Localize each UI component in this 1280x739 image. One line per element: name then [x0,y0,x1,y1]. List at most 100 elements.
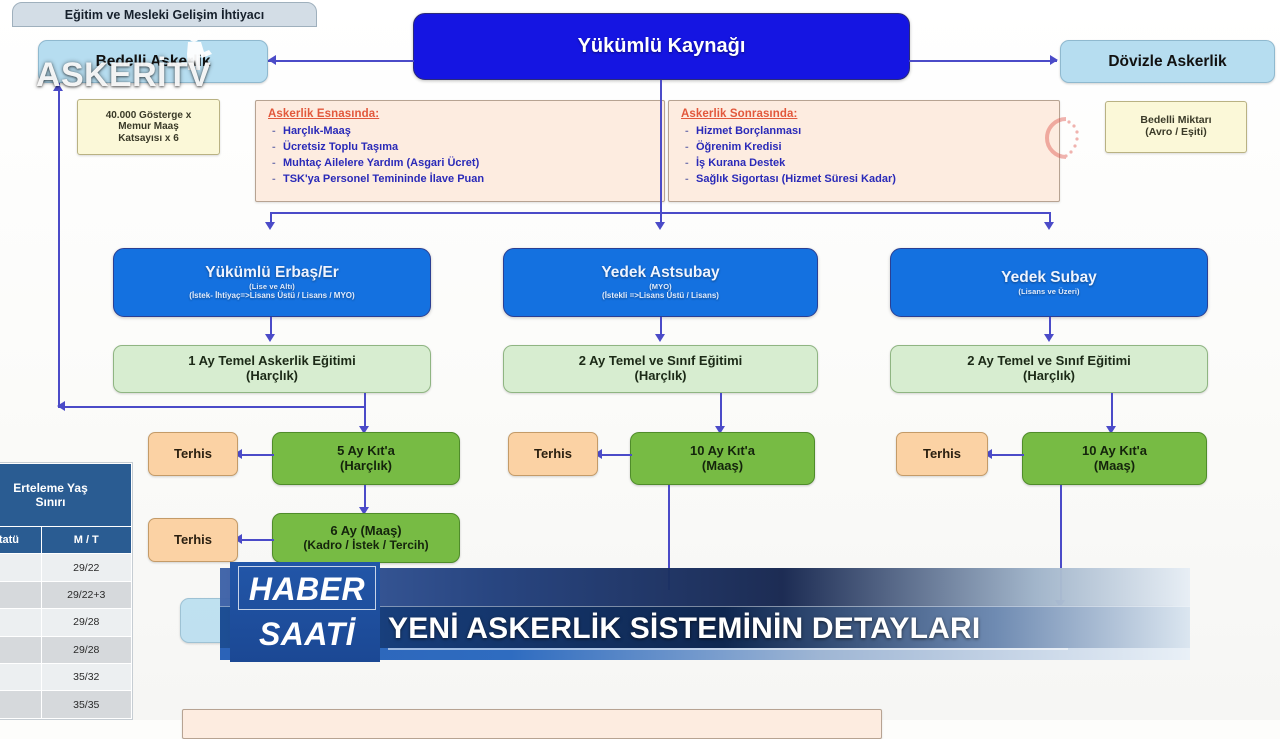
note-miktar-line2: (Avro / Eşiti) [1145,126,1207,138]
table-title-line2: Sınırı [35,494,66,509]
list-item: Ücretsiz Toplu Taşıma [268,139,654,155]
note-bedelli-miktari: Bedelli Miktarı (Avro / Eşiti) [1105,101,1247,153]
table-col-mt: M / T [40,525,132,555]
arrow-root-to-dovizle [1050,55,1058,65]
list-item: İş Kurana Destek [681,155,1049,171]
node-dovizle-askerlik[interactable]: Dövizle Askerlik [1060,40,1275,83]
panel-esnasinda-list: Harçlık-Maaş Ücretsiz Toplu Taşıma Muhta… [268,123,654,188]
list-item: Muhtaç Ailelere Yardım (Asgari Ücret) [268,155,654,171]
node-training-c1[interactable]: 1 Ay Temel Askerlik Eğitimi (Harçlık) [113,345,431,393]
arrow-c1-service [359,426,369,434]
node-rank-yedek-astsubay[interactable]: Yedek Astsubay (MYO) (İstekli =>Lisans Ü… [503,248,818,317]
service-label: 10 Ay Kıt'a [1082,442,1147,458]
red-crescent-logo-icon [1045,117,1079,159]
note-miktar-line1: Bedelli Miktarı [1140,114,1212,127]
table-row: sans 29/28 [0,635,132,665]
connector-c2-service-down [668,485,670,590]
terhis-label: Terhis [173,531,213,547]
banner-rule [388,648,1068,650]
rank-sublabel-1: (MYO) [649,282,672,291]
table-row: e 29/22 [0,553,132,582]
rank-sublabel-1: (Lise ve Altı) [249,282,295,291]
node-terhis-c1[interactable]: Terhis [148,432,238,476]
arrow-branch-left [265,222,275,230]
cell-status: YO [0,608,42,637]
table-col-status: Statü [0,525,42,555]
list-item: Hizmet Borçlanması [681,123,1049,139]
training-label: 1 Ay Temel Askerlik Eğitimi [188,353,356,369]
arrow-c3-service [1106,426,1116,434]
tab-egitim-ihtiyaci[interactable]: Eğitim ve Mesleki Gelişim İhtiyacı [12,2,317,27]
node-bedelli-askerlik-label: Bedelli Askerlik [95,52,211,70]
rank-label: Yükümlü Erbaş/Er [205,263,339,281]
node-service-c3[interactable]: 10 Ay Kıt'a (Maaş) [1022,432,1207,485]
news-headline: YENİ ASKERLİK SİSTEMİNİN DETAYLARI [388,612,981,645]
connector-branch-left [270,212,272,224]
slide-canvas: Eğitim ve Mesleki Gelişim İhtiyacı Yüküm… [0,0,1280,720]
connector-c1-service-to-terhis [240,454,274,456]
terhis-label: Terhis [173,445,213,461]
node-terhis-c3[interactable]: Terhis [896,432,988,476]
cell-value: 29/28 [40,608,132,637]
node-bedelli-askerlik[interactable]: Bedelli Askerlik [38,40,268,83]
arrow-root-spine [655,222,665,230]
training-sublabel: (Harçlık) [245,368,299,383]
panel-askerlik-esnasinda: Askerlik Esnasında: Harçlık-Maaş Ücretsi… [255,100,665,202]
node-yukumlu-kaynagi[interactable]: Yükümlü Kaynağı [413,13,910,80]
arrow-branch-right [1044,222,1054,230]
node-terhis-c2[interactable]: Terhis [508,432,598,476]
node-extra-c1[interactable]: 6 Ay (Maaş) (Kadro / İstek / Tercih) [272,513,460,563]
panel-askerlik-sonrasinda: Askerlik Sonrasında: Hizmet Borçlanması … [668,100,1060,202]
connector-feedback-to-bedelli [58,83,60,407]
panel-esnasinda-heading: Askerlik Esnasında: [268,108,380,120]
node-terhis-extra-c1[interactable]: Terhis [148,518,238,562]
connector-c3-rank-to-training [1049,317,1051,334]
note-bedelli-line3: Katsayısı x 6 [118,132,179,144]
list-item: Öğrenim Kredisi [681,139,1049,155]
note-bedelli-line1: 40.000 Gösterge x [105,110,192,122]
rank-label: Yedek Astsubay [601,263,720,281]
connector-root-to-dovizle [909,60,1057,62]
connector-c1-training-to-service [364,393,366,426]
table-title: Erteleme Yaş Sınırı [0,463,132,527]
cell-value: 29/22+3 [40,580,132,610]
program-logo-line2: SAATİ [258,616,356,652]
service-sublabel: (Maaş) [1093,457,1136,473]
list-item: Sağlık Sigortası (Hizmet Süresi Kadar) [681,171,1049,187]
node-training-c3[interactable]: 2 Ay Temel ve Sınıf Eğitimi (Harçlık) [890,345,1208,393]
connector-c2-rank-to-training [660,317,662,334]
connector-feedback-horizontal [58,406,365,408]
table-row: YO 29/28 [0,608,132,637]
node-rank-yedek-subay[interactable]: Yedek Subay (Lisans ve Üzeri) [890,248,1208,317]
node-rank-yukumlu-erbas-er[interactable]: Yükümlü Erbaş/Er (Lise ve Altı) (İstek- … [113,248,431,317]
arrow-c2-service [715,426,725,434]
service-label: 5 Ay Kıt'a [337,442,395,458]
connector-c1-extra-to-terhis [240,539,274,541]
panel-sonrasinda-list: Hizmet Borçlanması Öğrenim Kredisi İş Ku… [681,123,1049,188]
arrow-feedback-left [57,401,65,411]
tab-label: Eğitim ve Mesleki Gelişim İhtiyacı [64,7,265,22]
banner-main-band [220,606,1190,651]
connector-root-spine [660,80,662,222]
connector-c3-service-down [1060,485,1062,603]
node-training-c2[interactable]: 2 Ay Temel ve Sınıf Eğitimi (Harçlık) [503,345,818,393]
table-row: U 35/32 [0,663,132,692]
rank-sublabel-2: (İstekli =>Lisans Üstü / Lisans) [602,291,719,301]
arrow-c2-training [655,334,665,342]
cell-status: L [0,580,42,610]
table-row: L 29/22+3 [0,580,132,610]
connector-distribution-bar [270,212,1051,214]
terhis-label: Terhis [533,445,573,461]
cell-value: 29/28 [40,635,132,665]
node-service-c1[interactable]: 5 Ay Kıt'a (Harçlık) [272,432,460,485]
node-service-c2[interactable]: 10 Ay Kıt'a (Maaş) [630,432,815,485]
node-yukumlu-kaynagi-label: Yükümlü Kaynağı [577,35,746,58]
cell-status: e [0,553,42,582]
extra-sublabel: (Kadro / İstek / Tercih) [303,537,429,552]
cell-value: 35/32 [40,663,132,692]
connector-branch-right [1049,212,1051,224]
arrow-root-to-bedelli [268,55,276,65]
extra-label: 6 Ay (Maaş) [330,523,402,538]
arrow-c3-training [1044,334,1054,342]
connector-c2-training-to-service [720,393,722,426]
